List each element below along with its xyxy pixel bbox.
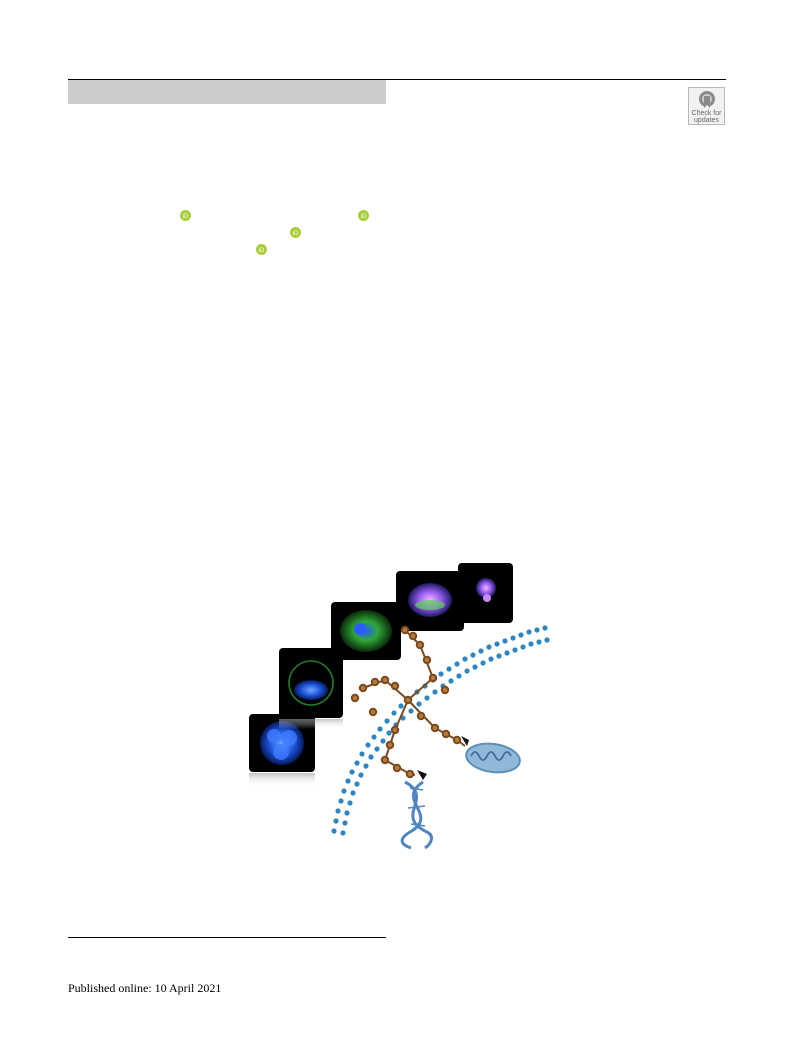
cell-micrograph-icon [249, 563, 513, 787]
graphical-abstract-figure [249, 563, 550, 850]
svg-text:iD: iD [361, 214, 367, 220]
footnote-rule [68, 937, 386, 938]
svg-text:iD: iD [293, 231, 299, 237]
dna-helix-icon [400, 780, 433, 850]
check-for-updates-icon [698, 91, 715, 108]
badge-line-2: updates [694, 117, 719, 124]
check-for-updates-button[interactable]: Check for updates [688, 87, 725, 125]
orcid-icon[interactable]: iD [290, 227, 301, 238]
orcid-icon[interactable]: iD [180, 210, 191, 221]
orcid-icon[interactable]: iD [358, 210, 369, 221]
badge-line-1: Check for [691, 110, 722, 117]
porphyrin-molecule-icon [350, 625, 466, 779]
membrane-bilayer-icon [331, 625, 550, 836]
svg-text:iD: iD [259, 248, 265, 254]
mitochondrion-icon [465, 742, 521, 774]
orcid-icon[interactable]: iD [256, 244, 267, 255]
svg-text:iD: iD [183, 214, 189, 220]
top-rule [68, 79, 726, 80]
article-type-band [68, 80, 386, 104]
published-date: Published online: 10 April 2021 [68, 981, 222, 995]
